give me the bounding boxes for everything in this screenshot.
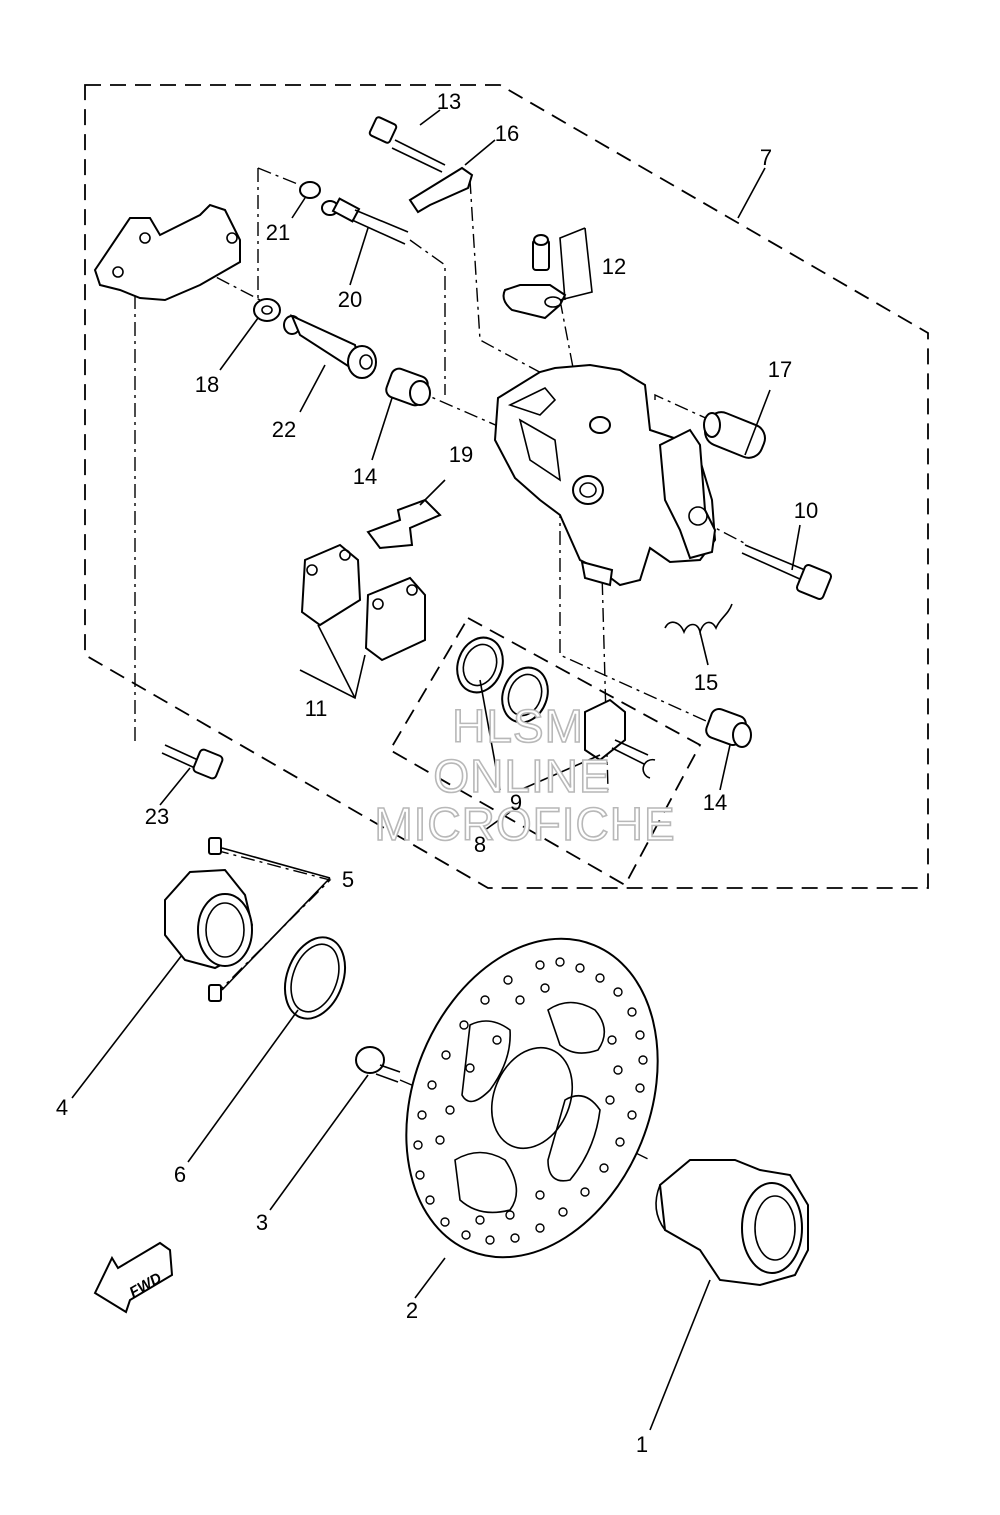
collar-4 — [164, 868, 254, 970]
bolt-13 — [368, 116, 446, 173]
callout-20: 20 — [338, 287, 362, 312]
callout-15: 15 — [694, 670, 718, 695]
callout-10: 10 — [794, 498, 818, 523]
spring-15 — [664, 603, 733, 636]
callout-13: 13 — [437, 89, 461, 114]
callout-16: 16 — [495, 121, 519, 146]
caliper-body-detail-1 — [507, 387, 557, 416]
piston-seals-9 — [456, 636, 656, 779]
caliper-bracket — [93, 203, 241, 302]
callout-23: 23 — [145, 804, 169, 829]
callout-6: 6 — [174, 1162, 186, 1187]
pin-20 — [321, 197, 409, 245]
boot-14-lower — [705, 708, 752, 748]
boot-14-upper — [385, 367, 431, 407]
bracket-hole-3 — [226, 232, 238, 244]
callout-22: 22 — [272, 417, 296, 442]
callout-18: 18 — [195, 372, 219, 397]
pin-17 — [703, 411, 766, 459]
callout-labels: 1 2 3 4 5 6 7 8 9 10 11 12 13 14 14 15 1… — [56, 89, 818, 1457]
bracket-hole-2 — [112, 266, 124, 278]
caliper-bleed-hole — [589, 416, 611, 434]
caliper-tab — [580, 560, 614, 587]
bracket-hole-1 — [139, 232, 151, 244]
watermark-line-2: ONLINE — [433, 750, 610, 802]
washer-18 — [253, 298, 281, 322]
forward-arrow-icon: FWD — [93, 1241, 174, 1314]
piston-kit-boundary — [388, 616, 702, 887]
callout-5: 5 — [342, 867, 354, 892]
caliper-port-inner — [579, 482, 597, 498]
watermark-line-3: MICROFICHE — [374, 798, 675, 850]
clip-plate-16 — [408, 166, 474, 214]
bolt-23 — [161, 744, 224, 780]
callout-3: 3 — [256, 1210, 268, 1235]
callout-7: 7 — [760, 145, 772, 170]
callout-11: 11 — [305, 696, 328, 721]
bolt-10 — [741, 544, 833, 601]
caliper-lever — [658, 428, 717, 560]
callout-14-lower: 14 — [703, 790, 727, 815]
set-screws-5 — [208, 837, 222, 1002]
hub-1 — [655, 1159, 809, 1287]
caliper-assembly-boundary — [84, 84, 929, 889]
disc-bolt-3 — [355, 1046, 401, 1083]
callout-14-upper: 14 — [353, 464, 377, 489]
o-ring-6 — [284, 936, 346, 1020]
watermark: HLSM ONLINE MICROFICHE — [374, 699, 676, 851]
washer-21 — [299, 181, 321, 199]
callout-21: 21 — [266, 220, 290, 245]
alignment-lines — [134, 167, 749, 1161]
leader-lines — [71, 109, 801, 1431]
caliper-port — [572, 475, 604, 505]
bleed-screw-12 — [502, 234, 567, 320]
watermark-line-1: HLSM — [452, 700, 584, 752]
callout-2: 2 — [406, 1298, 418, 1323]
lever-pivot — [688, 506, 708, 526]
caliper-body — [493, 363, 717, 587]
pad-spring-19 — [366, 498, 442, 550]
brake-pads-11 — [300, 543, 426, 662]
callout-9: 9 — [510, 790, 522, 815]
callout-17: 17 — [768, 357, 792, 382]
callout-8: 8 — [474, 832, 486, 857]
sleeve-22 — [283, 314, 377, 379]
callout-19: 19 — [449, 442, 473, 467]
callout-1: 1 — [636, 1432, 648, 1457]
brake-disc-2 — [405, 937, 659, 1259]
caliper-body-detail-2 — [518, 418, 562, 482]
callout-4: 4 — [56, 1095, 68, 1120]
callout-12: 12 — [602, 254, 626, 279]
